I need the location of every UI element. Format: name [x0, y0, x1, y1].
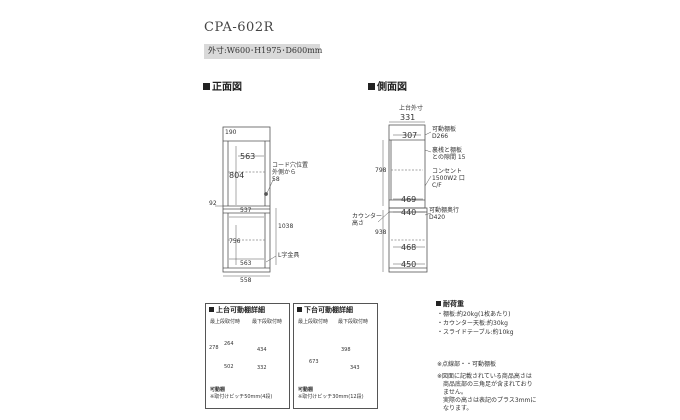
front-outline: [222, 126, 271, 273]
detail-lower-col-top: 最上段取付時: [298, 319, 329, 325]
dim-450: 450: [401, 260, 417, 269]
top-outer-label: 上台外寸: [399, 105, 424, 112]
load-limit-item: ・カウンター天板:約30kg: [437, 320, 508, 327]
load-limit-item: ・スライドテーブル:約10kg: [437, 329, 514, 336]
square-bullet-icon: [436, 301, 441, 306]
dim-1038: 1038: [278, 223, 294, 230]
detail-upper-note-text: ※取付けピッチ50mm(4段): [210, 394, 273, 400]
dim-343: 343: [350, 365, 360, 371]
detail-upper-col-top: 最上段取付時: [210, 319, 241, 325]
side-lower-outline: [388, 207, 428, 273]
dim-558: 558: [240, 277, 252, 284]
square-bullet-icon: [209, 307, 214, 312]
load-limits-title: 耐荷重: [436, 301, 464, 308]
dim-307: 307: [402, 131, 418, 140]
square-bullet-icon: [297, 307, 302, 312]
detail-upper-col-bottom: 最下段取付時: [252, 319, 283, 325]
dim-537: 537: [240, 207, 252, 214]
dim-502: 502: [224, 364, 234, 370]
detail-lower-panel: [293, 303, 378, 409]
square-bullet-icon: [368, 83, 375, 90]
callout-shelf-depth: 可動棚奥行 D420: [429, 207, 460, 222]
square-bullet-icon: [203, 83, 210, 90]
load-limit-item: ・棚板:約20kg(1枚あたり): [437, 311, 511, 318]
callout-movable-shelf: 可動棚板 D266: [432, 126, 457, 141]
detail-upper-note-title: 可動棚: [210, 387, 226, 393]
dim-440: 440: [401, 208, 417, 217]
dim-332: 332: [257, 365, 267, 371]
detail-lower-title: 下台可動棚詳細: [297, 307, 353, 314]
disclaimer-line: ません。: [437, 389, 467, 396]
dim-798: 798: [375, 167, 387, 174]
dim-468: 468: [401, 243, 417, 252]
dim-804: 804: [229, 171, 245, 180]
detail-upper-title: 上台可動棚詳細: [209, 307, 265, 314]
dim-563-bottom: 563: [240, 260, 252, 267]
dim-331: 331: [400, 113, 416, 122]
dim-190: 190: [225, 129, 237, 136]
dim-469: 469: [401, 195, 417, 204]
detail-upper-panel: [205, 303, 290, 409]
disclaimer-line: 商品底部の三角足が含まれており: [437, 381, 533, 388]
dim-563-top: 563: [240, 152, 256, 161]
detail-lower-col-bottom: 最下段取付時: [338, 319, 369, 325]
disclaimer-line: なります。: [437, 405, 473, 412]
front-view-heading: 正面図: [203, 83, 242, 93]
detail-lower-note-text: ※取付けピッチ30mm(12段): [298, 394, 364, 400]
callout-outlet: コンセント 1500W2 口 C/F: [432, 168, 465, 190]
dim-673: 673: [309, 359, 319, 365]
outer-dims-bar: 外寸:W600･H1975･D600mm: [204, 44, 323, 59]
dim-92: 92: [209, 200, 217, 207]
product-model: CPA-602R: [204, 20, 274, 35]
dim-938: 938: [375, 229, 387, 236]
dim-398: 398: [341, 347, 351, 353]
dim-264: 264: [224, 341, 234, 347]
l-bracket-label: L字金具: [278, 252, 300, 259]
disclaimer-line: ※図面に記載されている商品高さは: [437, 373, 532, 380]
cord-hole-label: コード穴位置 外側から 58: [272, 162, 309, 184]
disclaimer-line: 実際の高さは表記のプラス3mmに: [437, 397, 537, 404]
dim-434: 434: [257, 347, 267, 353]
callout-back-gap: 裏桟と棚板 との隙間 15: [432, 147, 466, 162]
side-view-heading: 側面図: [368, 83, 407, 93]
legend-note: ※点線部・・可動棚板: [437, 361, 497, 368]
outer-dims-text: 外寸:W600･H1975･D600mm: [208, 46, 323, 55]
callout-counter-height: カウンター 高さ: [352, 213, 383, 228]
detail-lower-note-title: 可動棚: [298, 387, 314, 393]
dim-756: 756: [229, 238, 241, 245]
dim-278: 278: [209, 345, 219, 351]
